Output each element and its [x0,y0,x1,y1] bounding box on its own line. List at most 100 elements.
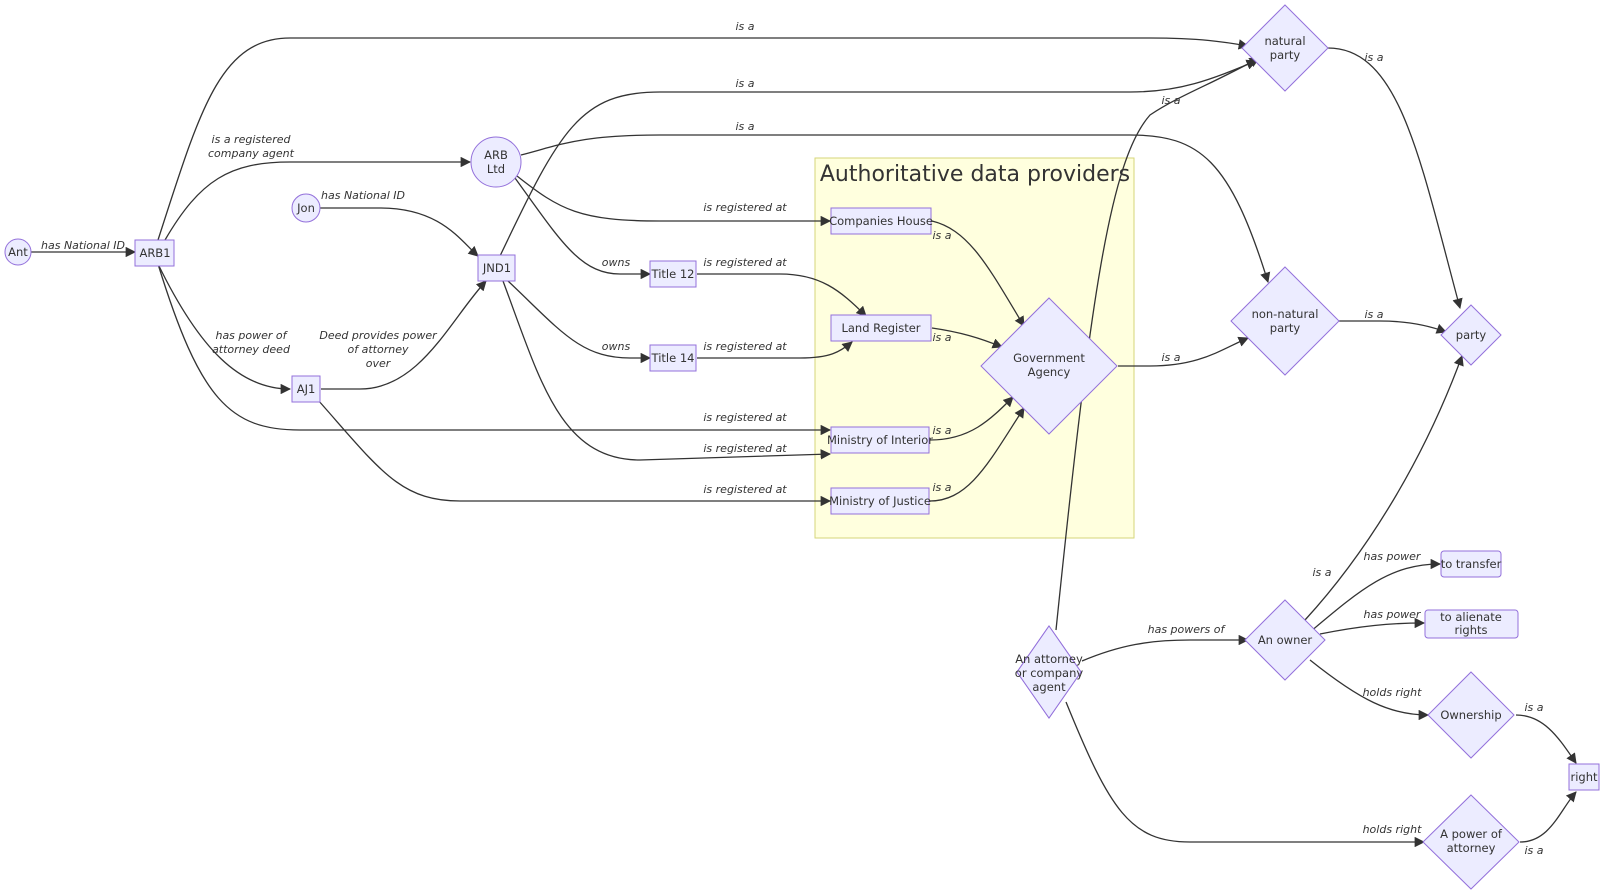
node-label: JND1 [482,261,511,275]
edge-owner-alienate [1319,617,1426,635]
node-jnd1[interactable]: JND1 [477,254,516,282]
node-label: Jon [296,201,315,215]
edge-arb1-arbltd [164,156,472,241]
edge-label: is a [1364,308,1383,321]
edge-label: has powers of [1148,623,1227,636]
node-label: Land Register [841,321,920,335]
edge-label: holds right [1363,686,1423,699]
edge-label: is a [1364,51,1383,64]
node-label: Ownership [1440,708,1501,722]
node-label: Title 14 [651,351,695,365]
edge-label: is a [1524,701,1543,714]
node-label: AJ1 [297,382,316,396]
edge-label: is registered at [703,442,787,455]
node-label: party [1456,328,1487,342]
edge-aj1-moj [317,399,832,507]
node-label: non-natural [1252,307,1319,321]
node-label: to transfer [1441,557,1502,571]
edge-label: is registered at [703,201,787,214]
node-government-agency[interactable]: Government Agency [980,297,1118,435]
node-label: Companies House [829,214,933,228]
cluster-title: Authoritative data providers [820,162,1130,187]
edge-arbltd-ch [516,175,832,227]
node-arb1[interactable]: ARB1 [134,239,175,267]
node-label: attorney [1447,841,1496,855]
node-label: Agency [1028,365,1071,379]
node-to-transfer[interactable]: to transfer [1440,550,1502,578]
node-ownership[interactable]: Ownership [1427,671,1515,759]
node-label: ARB1 [139,246,170,260]
edge-label: has power of [215,329,288,342]
node-land-register[interactable]: Land Register [830,314,932,342]
node-label: ARB [484,148,508,162]
edge-label: attorney deed [212,343,291,356]
node-power-of-attorney[interactable]: A power of attorney [1422,794,1520,890]
node-jon[interactable]: Jon [291,193,321,223]
edge-label: is registered at [703,340,787,353]
edge-gov-nonnatural [1118,336,1249,367]
node-label: party [1270,48,1301,62]
node-ministry-of-interior[interactable]: Ministry of Interior [827,426,933,454]
edge-label: is a [1161,351,1180,364]
edge-label: company agent [208,147,295,160]
node-aj1[interactable]: AJ1 [291,375,321,403]
edge-jon-jnd1 [319,207,479,257]
edge-arb1-moi [157,263,832,436]
node-label: natural [1264,34,1305,48]
edge-label: over [366,357,392,370]
edge-label: holds right [1363,823,1423,836]
edge-title14-lr [697,341,853,359]
node-to-alienate-rights[interactable]: to alienate rights [1424,609,1519,639]
edge-label: is registered at [703,483,787,496]
edge-label: is a [932,331,951,344]
node-an-owner[interactable]: An owner [1244,599,1326,681]
edge-attorney-natural-party [1055,57,1260,631]
edge-owner-party [1304,355,1464,621]
node-label: Government [1013,351,1085,365]
node-title14[interactable]: Title 14 [649,344,697,372]
node-ant[interactable]: Ant [4,238,32,266]
node-label: to alienate [1440,610,1502,624]
edge-attorney-poa [1065,701,1426,848]
edge-aj1-jnd1 [321,280,487,390]
node-natural-party[interactable]: natural party [1241,4,1329,92]
node-party[interactable]: party [1440,304,1502,366]
node-non-natural-party[interactable]: non-natural party [1230,266,1340,376]
node-label: Ant [8,245,28,259]
node-label: An owner [1258,633,1313,647]
node-label: rights [1454,623,1487,637]
edge-label: has power [1364,550,1422,563]
edge-lr-gov [931,327,1003,349]
edge-label: is a [1312,566,1331,579]
node-title12[interactable]: Title 12 [649,260,697,288]
node-arb-ltd[interactable]: ARB Ltd [470,136,522,188]
edge-attorney-owner [1081,634,1250,662]
edge-jnd1-natural-party [499,59,1257,257]
node-label: agent [1032,680,1066,694]
edge-label: Deed provides power [319,329,438,342]
node-label: Ministry of Interior [827,433,933,447]
edge-label: has National ID [41,239,125,252]
node-companies-house[interactable]: Companies House [829,207,933,235]
edge-title12-lr [697,273,867,317]
edge-label: is a [735,77,754,90]
node-label: or company [1015,666,1084,680]
edge-label: is a [932,229,951,242]
node-ministry-of-justice[interactable]: Ministry of Justice [829,487,931,515]
edge-label: is a [1524,844,1543,857]
edge-moj-gov [929,407,1025,502]
node-label: right [1570,770,1598,784]
edge-nonnatural-party-party [1338,320,1447,334]
edge-label: has National ID [321,189,405,202]
edge-label: is registered at [703,256,787,269]
edge-label: is a [932,424,951,437]
node-label: Ministry of Justice [829,494,931,508]
edge-label: has power [1364,608,1422,621]
edge-arb1-natural-party [157,37,1250,241]
node-right[interactable]: right [1568,763,1600,791]
edge-label: is a registered [212,133,292,146]
node-attorney-or-company-agent[interactable]: An attorney or company agent [1015,625,1084,719]
edge-moi-gov [929,396,1014,441]
node-label: Ltd [487,162,505,176]
